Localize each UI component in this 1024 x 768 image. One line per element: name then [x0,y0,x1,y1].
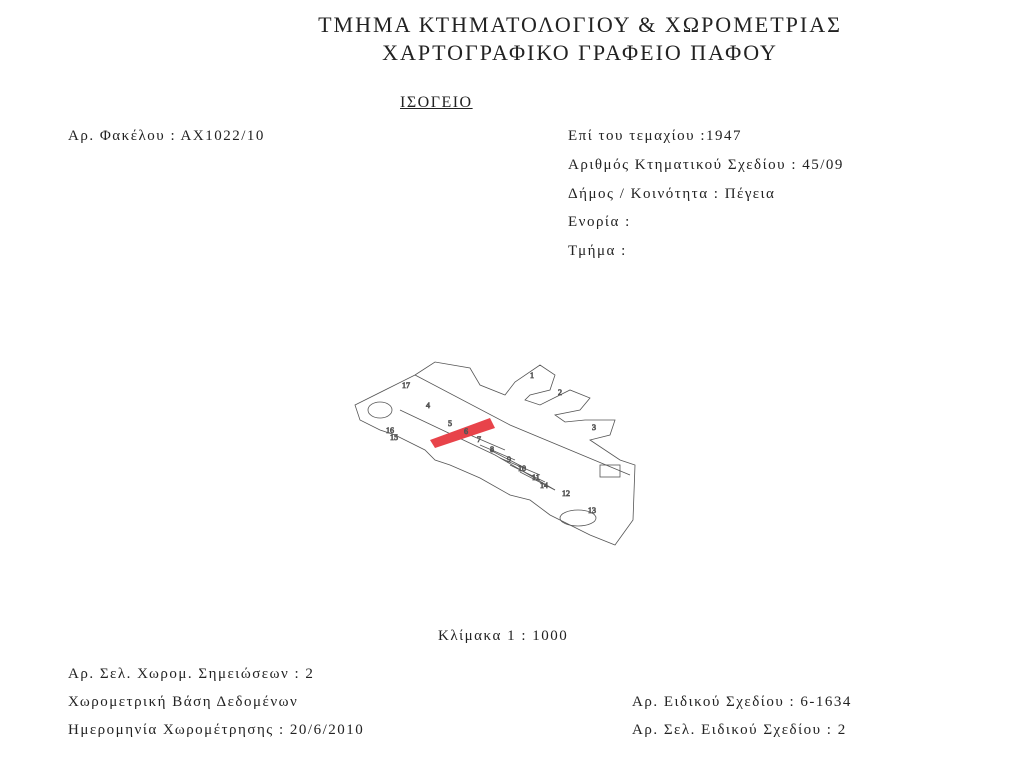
unit-label: 4 [426,401,430,410]
floor-label: ΙΣΟΓΕΙΟ [400,94,473,111]
stair-symbol [599,464,621,478]
department-title: ΤΜΗΜΑ ΚΤΗΜΑΤΟΛΟΓΙΟΥ & ΧΩΡΟΜΕΤΡΙΑΣ [318,12,842,37]
unit-label: 3 [592,423,596,432]
unit-label: 6 [464,427,468,436]
floor-plan-map: 1 2 3 4 5 6 7 8 9 10 11 12 13 14 15 16 1… [354,361,636,546]
unit-label: 10 [518,464,526,473]
unit-label: 8 [490,445,494,454]
unit-label: 16 [386,426,394,435]
unit-label: 5 [448,419,452,428]
scale-label: Κλίμακα 1 : 1000 [438,628,569,644]
unit-label: 2 [558,388,562,397]
parcel-number: Επί του τεμαχίου :1947 [568,128,742,144]
file-number: Αρ. Φακέλου : ΑΧ1022/10 [68,128,265,144]
unit-label: 13 [588,506,596,515]
unit-label: 1 [530,371,534,380]
corridor-line [399,409,556,491]
highlighted-unit [430,418,495,448]
unit-label: 9 [507,455,511,464]
unit-label: 12 [562,489,570,498]
pool-shape [367,401,393,419]
section: Τμήμα : [568,243,627,259]
survey-database: Χωρομετρική Βάση Δεδομένων [68,694,299,710]
unit-label: 17 [402,381,410,390]
municipality: Δήμος / Κοινότητα : Πέγεια [568,186,776,202]
unit-label: 15 [390,433,398,442]
corridor-line [414,374,631,476]
special-plan-number: Αρ. Ειδικού Σχεδίου : 6-1634 [632,694,852,710]
parish: Ενορία : [568,214,631,230]
survey-date: Ημερομηνία Χωρομέτρησης : 20/6/2010 [68,722,365,738]
unit-dividers [469,434,556,491]
building-outline [354,361,636,546]
unit-label: 14 [540,481,548,490]
unit-label: 7 [477,435,481,444]
cadastral-plan: Αριθμός Κτηματικού Σχεδίου : 45/09 [568,157,844,173]
unit-label: 11 [532,473,540,482]
survey-notes-pages: Αρ. Σελ. Χωρομ. Σημειώσεων : 2 [68,666,315,682]
special-plan-pages: Αρ. Σελ. Ειδικού Σχεδίου : 2 [632,722,847,738]
pool-shape [559,509,597,527]
office-title: ΧΑΡΤΟΓΡΑΦΙΚΟ ΓΡΑΦΕΙΟ ΠΑΦΟΥ [382,40,778,65]
